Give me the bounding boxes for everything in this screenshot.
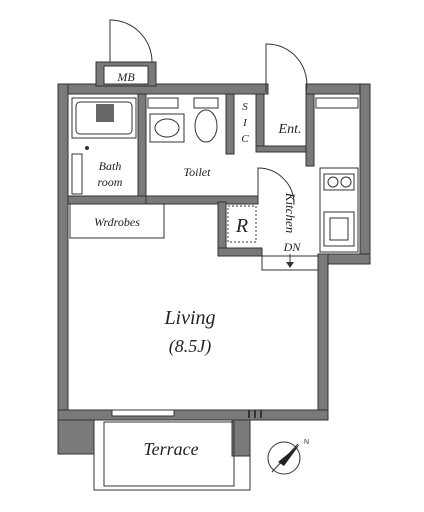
- dn-label: DN: [283, 240, 302, 254]
- meter-box: MB: [95, 19, 157, 87]
- entry-door[interactable]: [265, 43, 308, 93]
- living-window: [111, 409, 175, 417]
- exterior-walls: [57, 83, 371, 457]
- terrace-area: [93, 419, 251, 491]
- bathtub: [71, 97, 137, 195]
- kitchen-counter: [319, 167, 359, 253]
- living-label: Living: [163, 307, 215, 329]
- toilet-label: Toilet: [184, 165, 212, 179]
- entrance-label: Ent.: [278, 122, 302, 137]
- svg-text:S: S: [242, 101, 248, 113]
- wardrobes: [69, 203, 165, 239]
- bathroom-label-line2: room: [98, 175, 123, 189]
- mb-label: MB: [116, 70, 135, 84]
- terrace-label: Terrace: [143, 439, 198, 459]
- kitchen-label: Kitchen: [283, 192, 298, 233]
- refrigerator-space: R: [227, 205, 257, 243]
- sic-closet: S I C: [241, 101, 249, 145]
- shelf: [147, 97, 179, 109]
- kitchen-shelf: [315, 97, 359, 109]
- svg-text:I: I: [242, 117, 248, 129]
- refrigerator-label: R: [235, 215, 248, 237]
- compass-north-label: N: [304, 439, 309, 446]
- living-size-label: (8.5J): [169, 336, 211, 357]
- step-down: [261, 254, 319, 271]
- svg-text:C: C: [241, 133, 249, 145]
- toilet-fixture: [193, 97, 219, 143]
- compass-icon: N: [267, 439, 309, 475]
- floor-vents: [248, 410, 262, 418]
- toilet-door[interactable]: [257, 167, 295, 205]
- wardrobes-label: Wrdrobes: [94, 215, 140, 229]
- bathroom-label-line1: Bath: [99, 159, 122, 173]
- washbasin: [149, 113, 185, 143]
